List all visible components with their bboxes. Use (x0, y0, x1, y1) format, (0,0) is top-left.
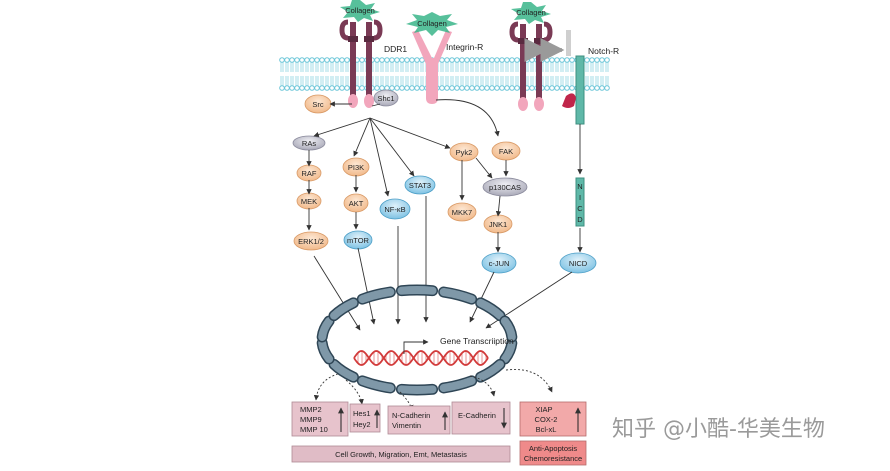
node-pi3k: PI3K (342, 157, 370, 177)
node-cjun: c-JUN (481, 252, 517, 274)
nicd-letter-0: N (577, 182, 582, 191)
output-hes-box: Hes1 Hey2 (349, 403, 381, 433)
xiap-item-1: COX-2 (535, 415, 558, 424)
node-p130cas-label: p130CAS (489, 183, 521, 192)
ncad-item-1: Vimentin (392, 421, 421, 430)
cell-membrane (279, 57, 610, 91)
node-mtor-label: mTOR (347, 236, 370, 245)
ddr1-label: DDR1 (384, 44, 407, 54)
node-shc1-label: Shc1 (377, 94, 394, 103)
node-erk-label: ERK1/2 (298, 237, 324, 246)
xiap-item-2: Bcl-xL (536, 425, 557, 434)
growth-bar-label: Cell Growth, Migration, Emt, Metastasis (335, 450, 467, 459)
growth-bar: Cell Growth, Migration, Emt, Metastasis (291, 445, 511, 463)
gene-transcription-label: Gene Transcriiption (440, 336, 514, 346)
collagen-label-2: Collagen (417, 19, 447, 28)
node-nicd-label: NICD (569, 259, 588, 268)
nucleus (316, 284, 518, 396)
node-akt: AKT (343, 193, 369, 213)
ncad-item-0: N-Cadherin (392, 411, 430, 420)
integrin-label: Integrin-R (446, 42, 483, 52)
mmp-item-1: MMP9 (300, 415, 322, 424)
node-src: Src (304, 94, 332, 114)
output-ncad-box: N-Cadherin Vimentin (387, 405, 451, 435)
node-mkk7-label: MKK7 (452, 208, 472, 217)
node-stat3: STAT3 (404, 175, 436, 195)
node-jnk1: JNK1 (483, 214, 513, 234)
node-fak-label: FAK (499, 147, 513, 156)
nicd-letter-1: I (579, 193, 581, 202)
node-src-label: Src (312, 100, 324, 109)
node-nicd: NICD (559, 252, 597, 274)
collagen-star-1: Collagen (340, 0, 380, 22)
output-xiap-box: XIAP COX-2 Bcl-xL (519, 401, 587, 437)
node-pyk2: Pyk2 (449, 142, 479, 162)
nicd-vertical-bar (575, 177, 585, 227)
node-ras-label: RAs (302, 139, 316, 148)
dna-helix (353, 350, 489, 366)
node-akt-label: AKT (349, 199, 364, 208)
watermark: 知乎 @小酷-华美生物 (612, 417, 825, 442)
collagen-label-1: Collagen (345, 6, 375, 15)
node-cjun-label: c-JUN (489, 259, 510, 268)
gene-transcription-arrow: Gene Transcriiption (403, 336, 514, 354)
mmp-item-2: MMP 10 (300, 425, 328, 434)
node-mek-label: MEK (301, 197, 317, 206)
nicd-letter-3: D (577, 215, 583, 224)
apoptosis-bar: Anti-Apoptosis Chemoresistance (519, 440, 587, 466)
node-stat3-label: STAT3 (409, 181, 431, 190)
apoptosis-label-1: Chemoresistance (524, 454, 582, 463)
apoptosis-label-0: Anti-Apoptosis (529, 444, 578, 453)
node-mek: MEK (296, 192, 322, 210)
node-nfkb-label: NF-κB (384, 205, 405, 214)
collagen-label-3: Collagen (516, 8, 546, 17)
integrin-receptor (412, 30, 452, 104)
ecad-label: E-Cadherin (458, 411, 496, 420)
xiap-item-0: XIAP (535, 405, 552, 414)
collagen-star-3: Collagen (511, 2, 551, 24)
output-ecad-box: E-Cadherin (451, 401, 511, 435)
node-raf: RAF (296, 164, 322, 182)
notch-label: Notch-R (588, 46, 619, 56)
node-erk: ERK1/2 (293, 231, 329, 251)
hes-item-1: Hey2 (353, 420, 371, 429)
collagen-star-2: Collagen (406, 12, 458, 36)
node-p130cas: p130CAS (482, 177, 528, 197)
node-nfkb: NF-κB (379, 198, 411, 220)
node-fak: FAK (491, 141, 521, 161)
nicd-letter-2: C (577, 204, 583, 213)
node-jnk1-label: JNK1 (489, 220, 507, 229)
node-pi3k-label: PI3K (348, 163, 364, 172)
notch-receptor (524, 30, 585, 125)
node-mtor: mTOR (343, 230, 373, 250)
node-pyk2-label: Pyk2 (456, 148, 473, 157)
output-mmp-box: MMP2 MMP9 MMP 10 (291, 401, 349, 437)
ddr-receptor-right (509, 21, 553, 111)
node-ras: RAs (292, 135, 326, 151)
hes-item-0: Hes1 (353, 409, 371, 418)
node-shc1: Shc1 (373, 89, 399, 107)
mmp-item-0: MMP2 (300, 405, 322, 414)
node-raf-label: RAF (302, 169, 317, 178)
node-mkk7: MKK7 (447, 202, 477, 222)
ddr1-receptor (339, 19, 383, 108)
